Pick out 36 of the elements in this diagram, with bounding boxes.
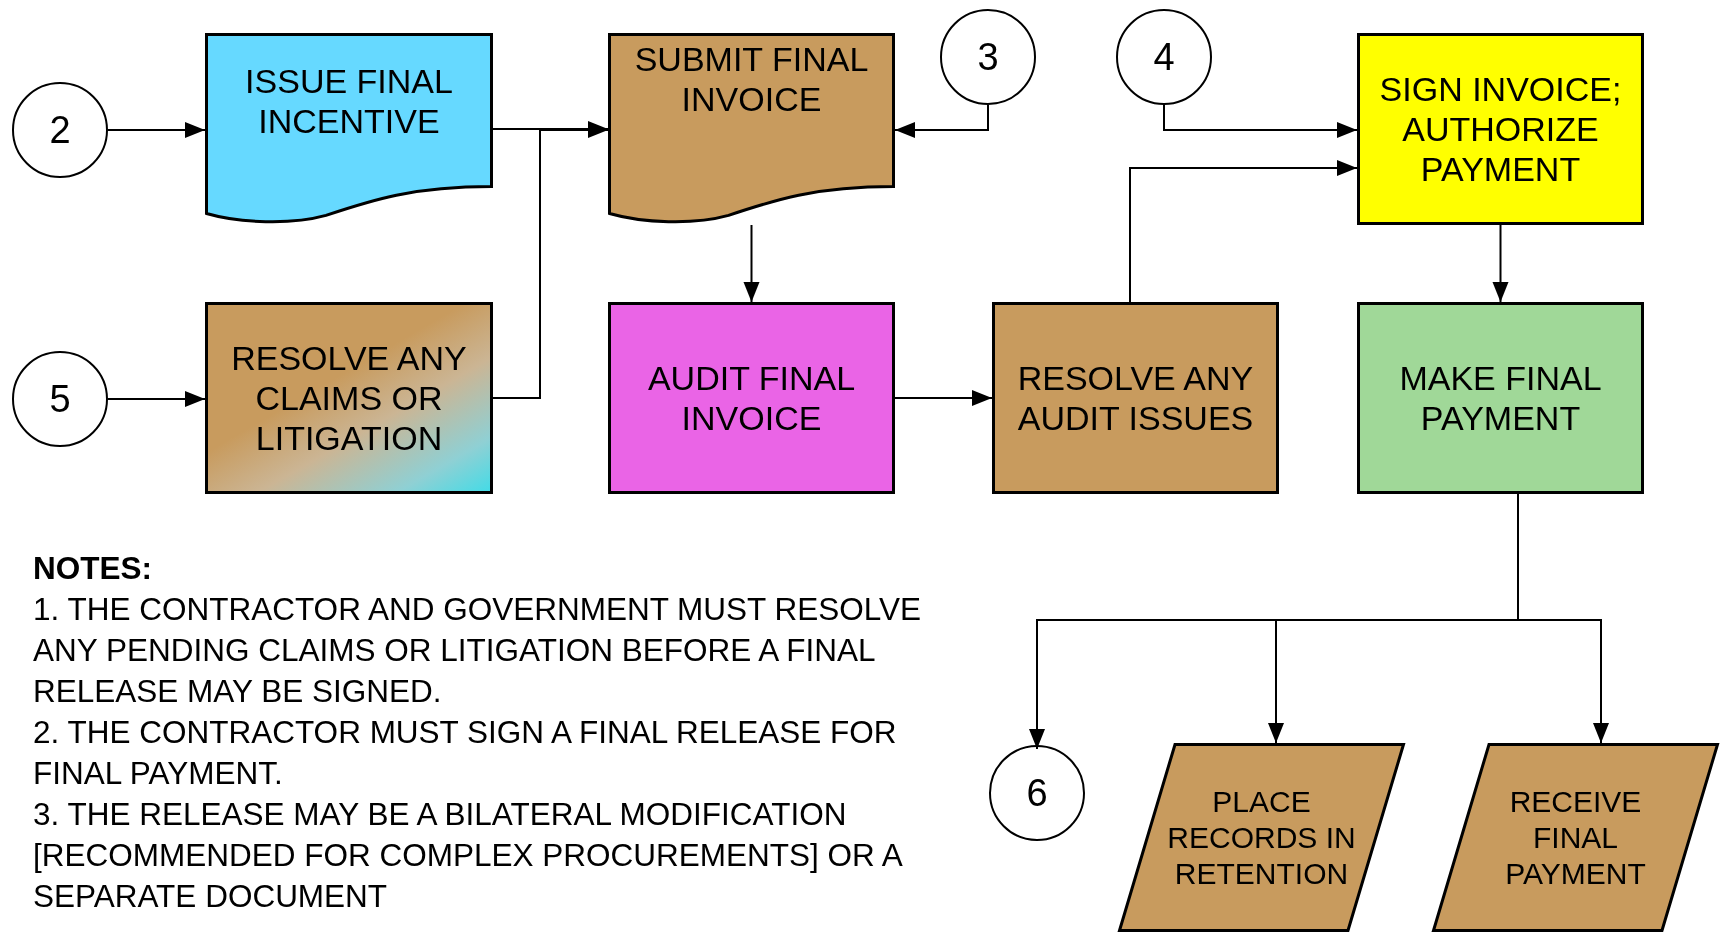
data-parallelogram <box>1118 743 1405 932</box>
box-label: AUDIT FINAL INVOICE <box>646 358 857 438</box>
connector-number: 2 <box>49 110 71 150</box>
arrow <box>107 122 206 138</box>
notes-heading: NOTES: <box>33 549 153 588</box>
arrow <box>894 104 989 138</box>
arrow <box>1492 224 1509 303</box>
process-box <box>1357 33 1644 225</box>
note-text: 2. THE CONTRACTOR MUST SIGN A FINAL RELEASE FOR FINAL PAYMENT. <box>33 713 898 793</box>
box-label: PLACE RECORDS IN RETENTION <box>1166 783 1357 892</box>
arrow <box>1517 493 1609 744</box>
box-label: MAKE FINAL PAYMENT <box>1398 358 1603 438</box>
box-label: RECEIVE FINAL PAYMENT <box>1504 783 1647 892</box>
note-text: 3. THE RELEASE MAY BE A BILATERAL MODIFICATION [RECOMMENDED FOR COMPLEX PROCUREMENTS] OR A SEPARATE DOCUMENT <box>33 795 903 916</box>
data-parallelogram <box>1432 743 1719 932</box>
process-box <box>608 302 895 494</box>
arrow <box>894 390 993 406</box>
arrow <box>1163 104 1358 138</box>
document-shape <box>205 33 493 225</box>
connector-number: 4 <box>1153 37 1175 77</box>
connector-number: 6 <box>1026 773 1048 813</box>
box-label: ISSUE FINAL INCENTIVE <box>244 61 454 141</box>
box-label: SIGN INVOICE; AUTHORIZE PAYMENT <box>1378 69 1623 189</box>
process-box <box>992 302 1279 494</box>
process-box <box>1357 302 1644 494</box>
arrow <box>1129 160 1358 303</box>
box-label: SUBMIT FINAL INVOICE <box>633 39 870 119</box>
box-label: RESOLVE ANY AUDIT ISSUES <box>1016 358 1255 438</box>
process-box <box>205 302 493 494</box>
arrow <box>743 224 760 303</box>
arrow <box>107 391 206 407</box>
connector-number: 3 <box>977 37 999 77</box>
document-shape <box>608 33 895 225</box>
connector-number: 5 <box>49 379 71 419</box>
note-text: 1. THE CONTRACTOR AND GOVERNMENT MUST RESOLVE ANY PENDING CLAIMS OR LITIGATION BEFORE A FINAL RELEASE MAY BE SIGNED. <box>33 590 922 711</box>
box-label: RESOLVE ANY CLAIMS OR LITIGATION <box>230 338 468 458</box>
